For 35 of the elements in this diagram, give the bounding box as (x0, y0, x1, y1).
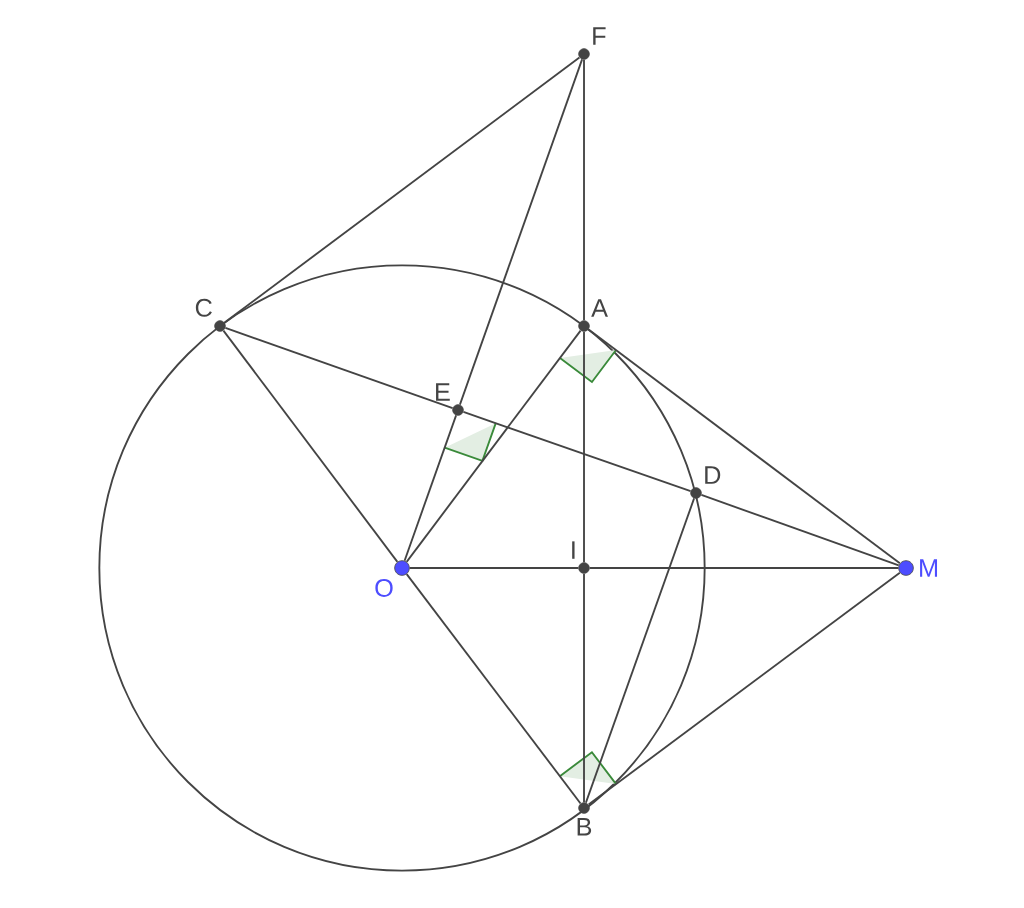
line-segment (587, 328, 901, 565)
node-label: C (195, 298, 212, 317)
point: F (578, 27, 606, 60)
point: E (436, 383, 464, 416)
node-label: O (375, 578, 393, 597)
point: D (690, 466, 721, 499)
line-segment (583, 572, 585, 804)
point: M (898, 559, 937, 577)
node-label: A (591, 299, 608, 317)
node-label: F (593, 27, 606, 45)
line-segment (585, 497, 696, 804)
point: A (578, 299, 608, 332)
line-segment (403, 414, 458, 562)
node-label: B (577, 818, 592, 836)
point: B (577, 802, 592, 836)
line-segment (405, 573, 582, 805)
line-segment (408, 567, 580, 569)
node-label: D (705, 466, 721, 484)
node-label: M (920, 559, 938, 577)
line-segment (588, 567, 900, 569)
line-segment (459, 58, 584, 406)
line-segment (405, 329, 582, 563)
node-label: E (436, 383, 450, 401)
line-segment (223, 56, 581, 324)
line-segment (700, 494, 900, 567)
point: O (375, 560, 410, 597)
line-segment (462, 410, 692, 493)
point: C (195, 298, 226, 332)
line-segment (583, 330, 585, 564)
node-label: I (572, 541, 575, 559)
line-segment (222, 329, 399, 563)
line-segment (224, 327, 454, 410)
line-segment (587, 571, 901, 806)
line-segment (583, 58, 585, 322)
point: I (572, 541, 590, 574)
